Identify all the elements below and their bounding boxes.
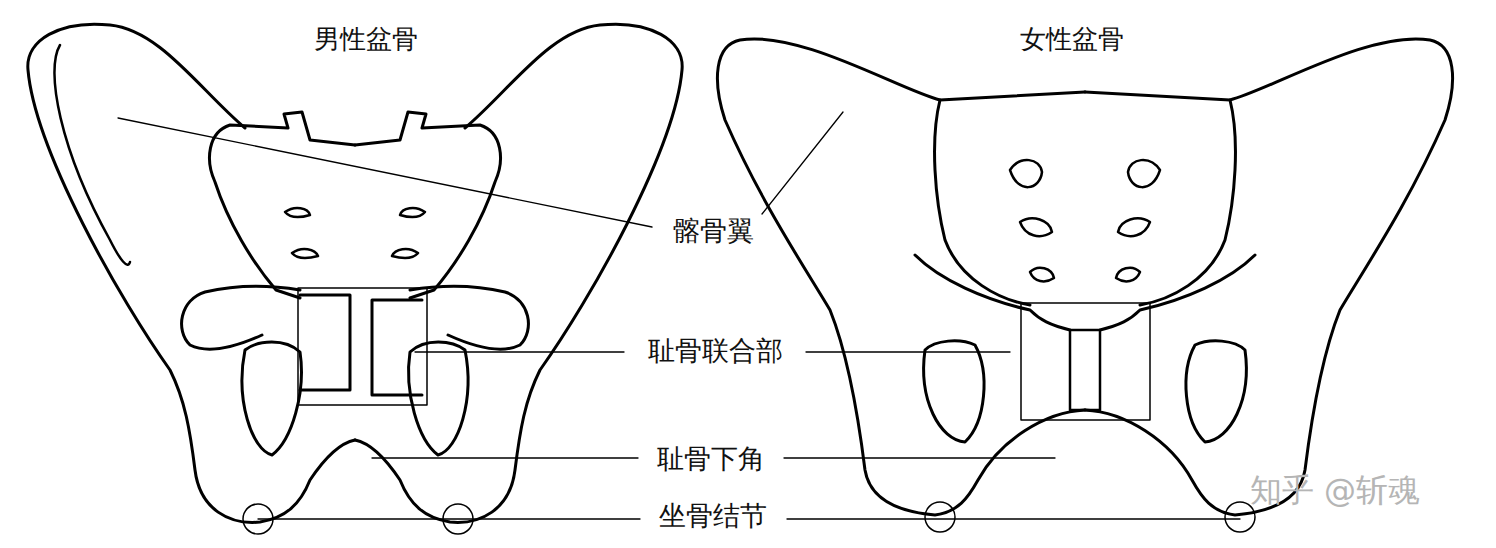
male-pelvis-half [28,24,355,522]
female-pelvis-half [717,39,1085,515]
male-pelvis-title: 男性盆骨 [311,25,421,55]
part-name: 髂骨翼 [670,216,757,247]
watermark: 知乎 @斩魂 [1247,472,1423,509]
part-name: 耻骨下角 [654,444,768,475]
part-name: 耻骨联合部 [645,336,786,367]
ischial-tuberosity-markers [243,502,1255,534]
female-pelvis-title: 女性盆骨 [1017,25,1127,55]
leader-lines [118,112,1240,519]
part-name: 坐骨结节 [656,501,770,532]
